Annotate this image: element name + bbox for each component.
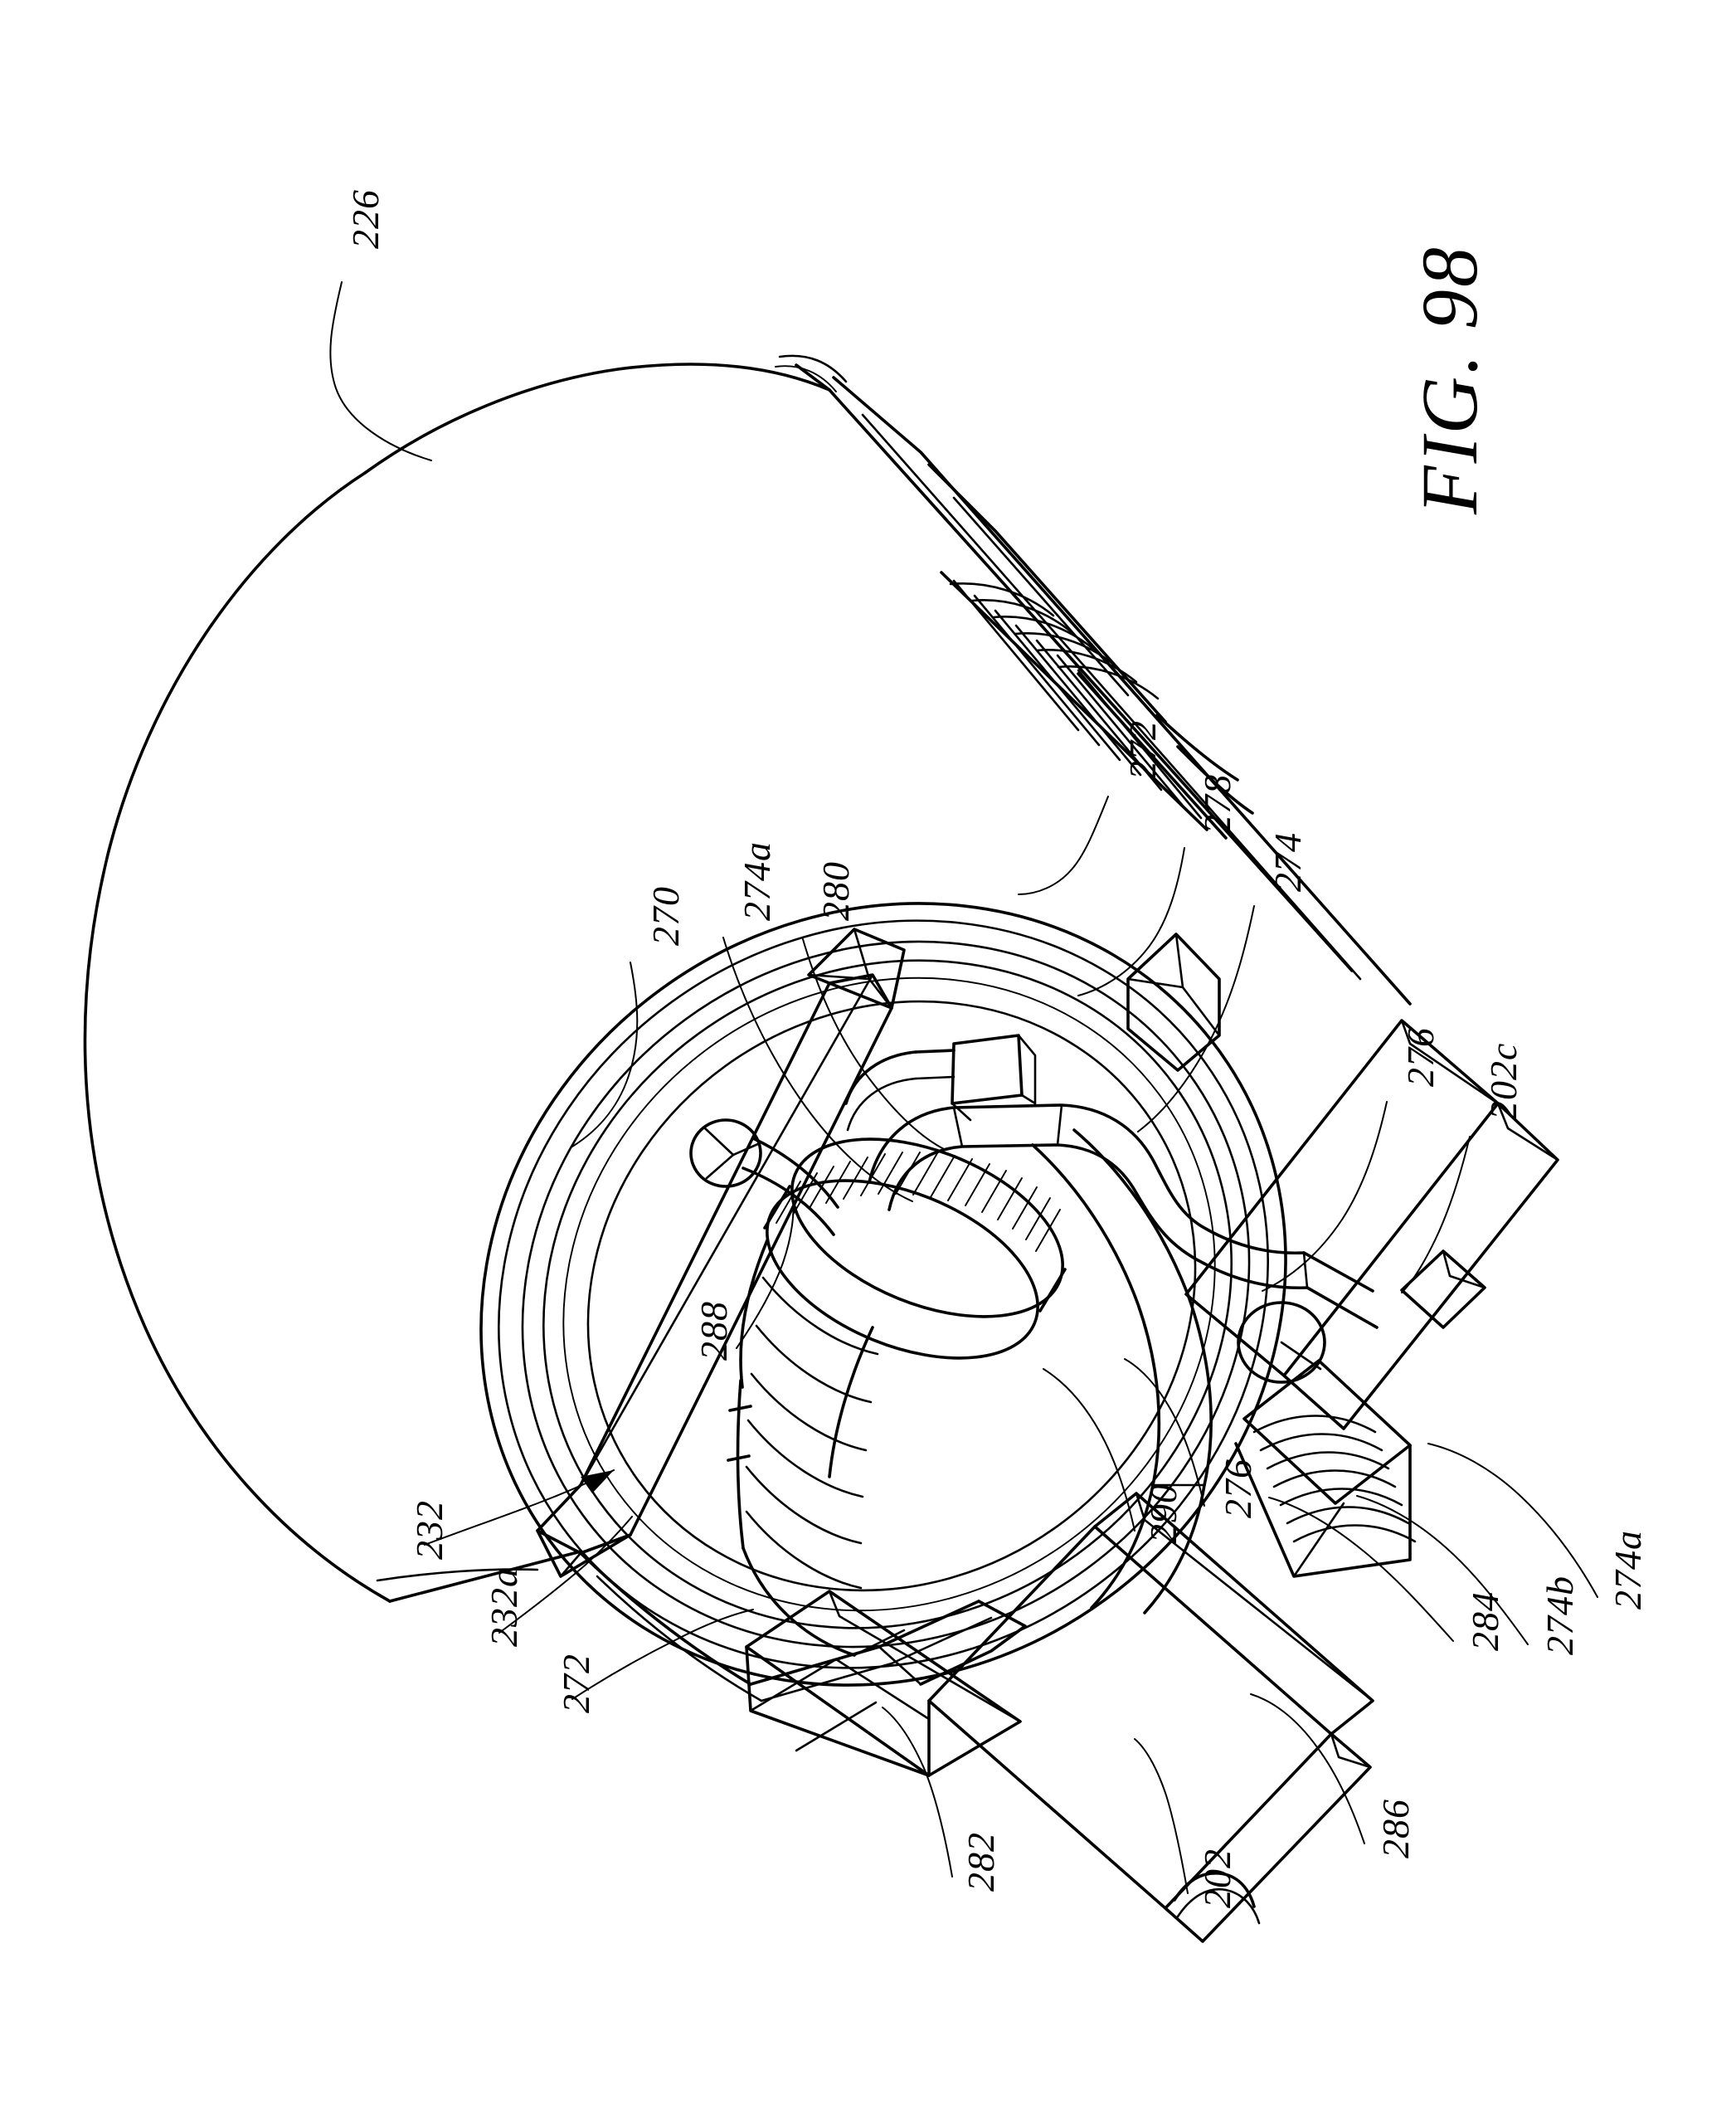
figure-label: FIG. 98 (1405, 245, 1494, 514)
dome-housing-body (83, 363, 1354, 1603)
reference-numeral-232: 232 (408, 1500, 450, 1560)
rim-strut (536, 928, 906, 1578)
ribbed-flange-upper (940, 571, 1228, 840)
reference-numeral-272-upper: 272 (1121, 720, 1164, 780)
reference-numeral-270: 270 (644, 886, 687, 946)
base-plate (745, 1590, 1022, 1777)
collar-ring (479, 902, 1287, 1687)
latch-arm (868, 1034, 1379, 1329)
reference-numeral-272-left: 272 (555, 1653, 597, 1713)
reference-numeral-274: 274 (1267, 832, 1309, 892)
reference-numeral-202: 202 (1196, 1848, 1238, 1908)
reference-numeral-226: 226 (344, 189, 387, 249)
pivot-pin (689, 1118, 839, 1236)
reference-numeral-280: 280 (815, 861, 857, 921)
reference-numeral-274a-upper: 274a (736, 841, 778, 921)
reference-numeral-286: 286 (1374, 1799, 1417, 1858)
reference-numeral-276-right: 276 (1399, 1027, 1442, 1087)
reference-numeral-282: 282 (960, 1832, 1002, 1892)
reference-numeral-274a-lower: 274a (1607, 1530, 1649, 1610)
gear-cap (844, 1049, 956, 1132)
fin-stack (1234, 1301, 1417, 1578)
leader-lines (329, 281, 1598, 1894)
ribbed-flange-left (579, 1551, 1027, 1702)
reference-numeral-274b: 274b (1539, 1576, 1581, 1655)
reference-numeral-232a: 232a (483, 1567, 525, 1647)
housing-base (927, 1019, 1559, 1943)
reference-numeral-278: 278 (1196, 774, 1238, 834)
reference-numeral-276-mid: 276 (1217, 1459, 1259, 1518)
reference-numeral-284: 284 (1464, 1591, 1506, 1651)
reference-numeral-202c: 202c (1482, 1042, 1524, 1120)
reference-numeral-290: 290 (1142, 1483, 1184, 1543)
outer-shell-edges (775, 354, 1412, 1006)
collar-notch (1126, 933, 1221, 1072)
knurled-gear (763, 1137, 1067, 1360)
spring-coil (727, 1239, 906, 1657)
reference-numeral-288: 288 (693, 1301, 735, 1361)
